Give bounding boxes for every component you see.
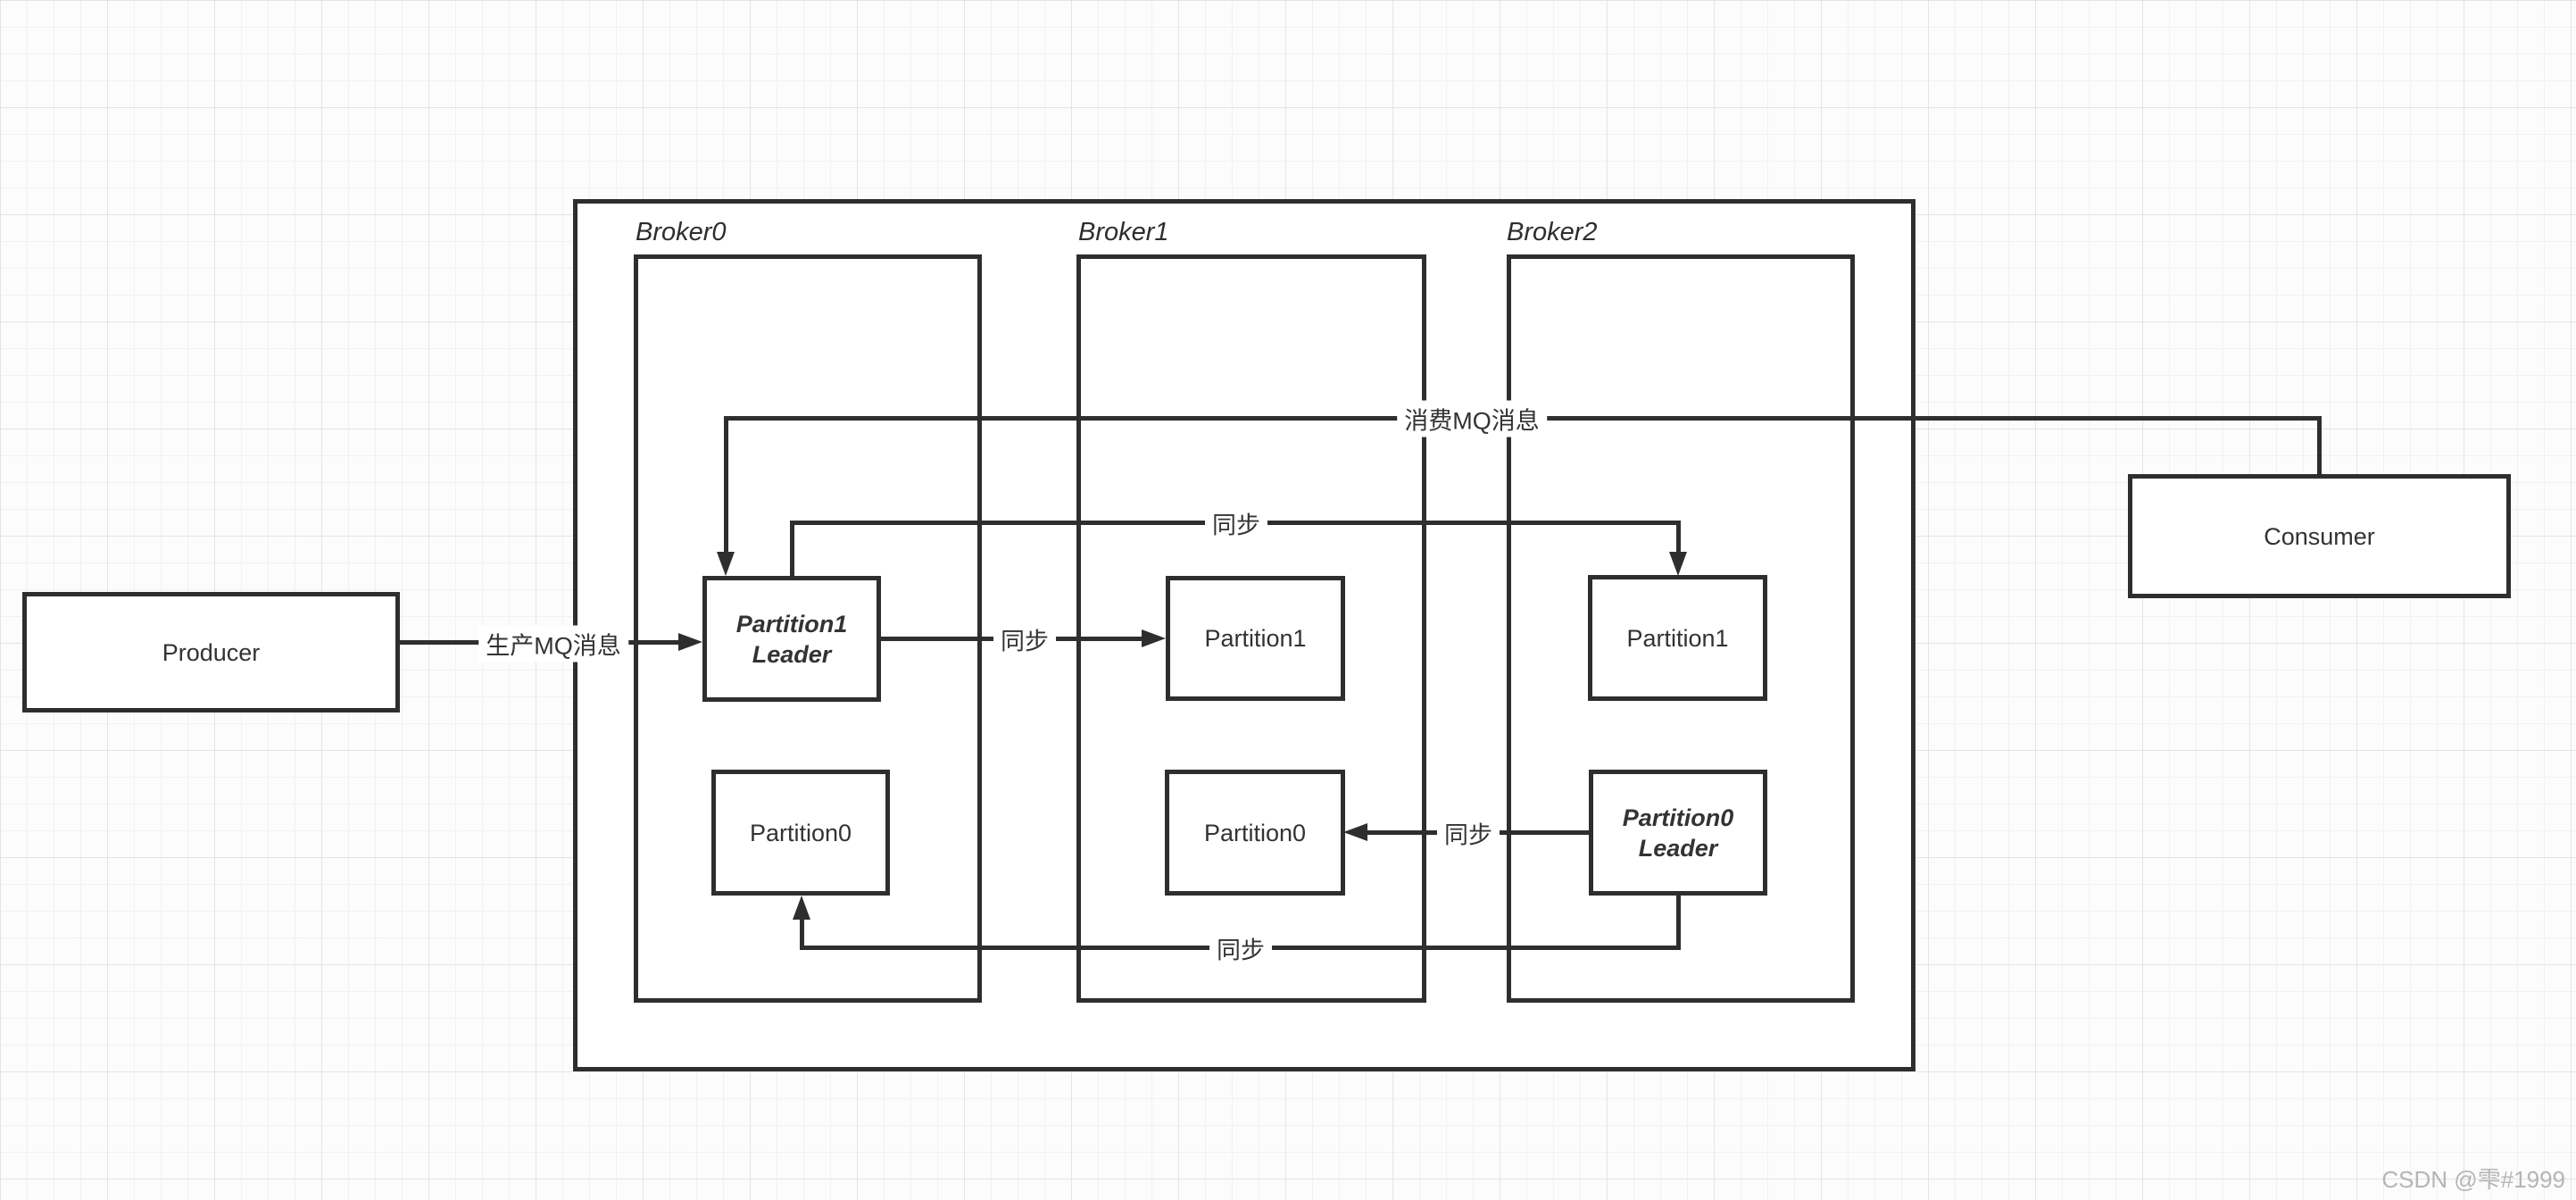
broker1-label: Broker1 — [1078, 218, 1169, 246]
partition0-leader-label-line1: Partition0 — [1622, 804, 1734, 831]
sync-p1-broker2-riser-right — [1676, 521, 1681, 553]
consume-riser-right — [2317, 416, 2322, 474]
sync-p1-broker2-label: 同步 — [1205, 504, 1267, 542]
broker1-partition1-label: Partition1 — [1204, 625, 1307, 652]
csdn-watermark: CSDN @雫#1999 — [2381, 1166, 2565, 1193]
consumer-label: Consumer — [2264, 522, 2375, 550]
sync-p1-broker2-riser-left — [790, 521, 794, 576]
sync-p1-broker1-arrowhead — [1142, 629, 1166, 647]
producer-label: Producer — [162, 638, 261, 666]
broker1-partition1-box: Partition1 — [1166, 576, 1345, 701]
consume-riser-left — [724, 416, 728, 553]
broker2-label: Broker2 — [1507, 218, 1598, 246]
broker0-partition0-label: Partition0 — [749, 819, 852, 846]
partition1-leader-box: Partition1 Leader — [702, 576, 881, 702]
sync-p0-broker1-arrowhead — [1343, 823, 1367, 841]
sync-p0-broker1-label: 同步 — [1437, 814, 1500, 852]
partition0-leader-box: Partition0 Leader — [1589, 770, 1767, 896]
partition1-leader-label-line2: Leader — [752, 640, 832, 668]
produce-edge-label: 生产MQ消息 — [478, 625, 628, 662]
producer-box: Producer — [22, 592, 400, 712]
broker0-label: Broker0 — [636, 218, 727, 246]
partition1-leader-label-line1: Partition1 — [735, 610, 848, 638]
sync-p0-broker0-arrowhead — [793, 896, 810, 920]
consume-edge-label: 消费MQ消息 — [1397, 400, 1547, 438]
broker2-partition1-label: Partition1 — [1626, 624, 1729, 652]
sync-p1-broker1-label: 同步 — [993, 621, 1056, 658]
partition0-leader-label-line2: Leader — [1638, 834, 1718, 862]
consume-arrowhead — [717, 552, 735, 576]
broker0-partition0-box: Partition0 — [711, 770, 890, 896]
sync-p0-broker0-riser-right — [1676, 896, 1681, 950]
consumer-box: Consumer — [2128, 474, 2511, 598]
sync-p1-broker2-arrowhead — [1669, 552, 1687, 576]
broker1-partition0-label: Partition0 — [1203, 819, 1307, 846]
broker2-partition1-box: Partition1 — [1588, 575, 1767, 701]
broker1-partition0-box: Partition0 — [1165, 770, 1345, 896]
sync-p0-broker0-riser-left — [800, 919, 804, 947]
sync-p0-broker0-label: 同步 — [1209, 929, 1272, 967]
produce-arrowhead — [678, 633, 702, 651]
